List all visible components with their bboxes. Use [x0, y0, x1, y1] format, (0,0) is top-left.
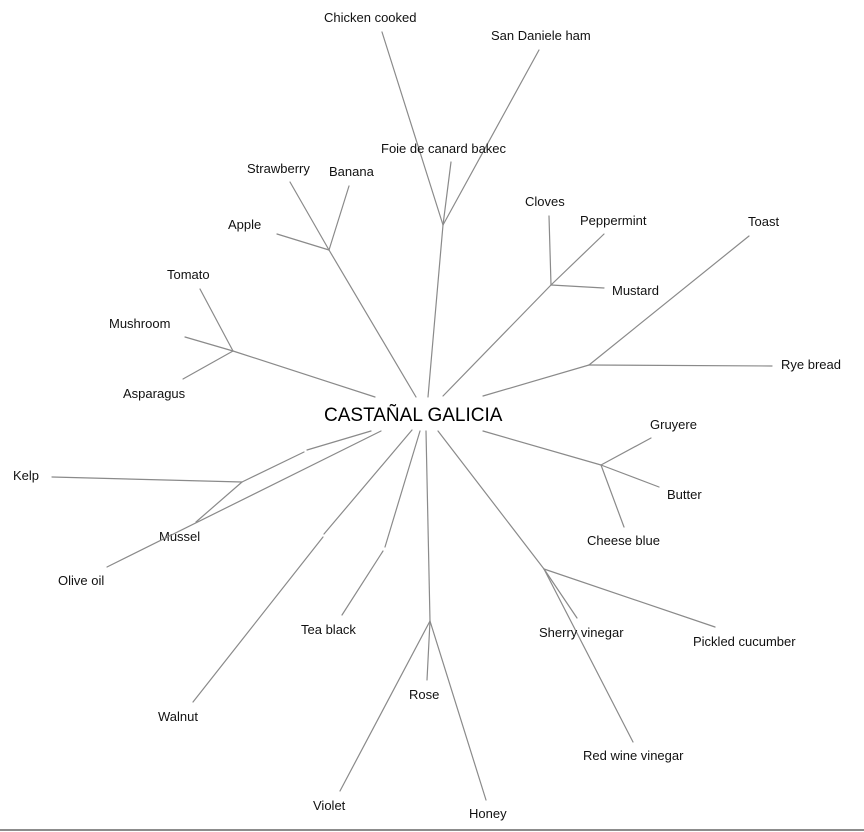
branch-sea-stem: [306, 430, 372, 451]
root-label: CASTAÑAL GALICIA: [324, 404, 503, 426]
branch-rye-bread: [588, 364, 773, 367]
branch-honey: [429, 620, 487, 801]
branch-vinegars-stem: [437, 430, 545, 570]
cluster-fruits: Strawberry Banana Apple: [228, 161, 417, 398]
leaf-label-asparagus: Asparagus: [123, 386, 186, 401]
branch-breads-stem: [482, 364, 590, 397]
branch-mushroom: [184, 336, 234, 352]
leaf-label-banana: Banana: [329, 164, 375, 179]
branch-floral-stem: [425, 430, 431, 622]
cluster-vinegars: Sherry vinegar Pickled cucumber Red wine…: [437, 430, 796, 763]
branch-dairy-stem: [482, 430, 602, 466]
cluster-meats: Chicken cooked San Daniele ham Foie de c…: [324, 10, 591, 398]
cluster-breads: Toast Rye bread: [482, 214, 841, 397]
branch-banana: [328, 185, 350, 251]
branch-butter: [600, 464, 660, 488]
branch-olive-oil: [106, 430, 382, 568]
leaf-label-mustard: Mustard: [612, 283, 659, 298]
branch-asparagus: [182, 350, 234, 380]
leaf-label-mussel: Mussel: [159, 529, 200, 544]
branch-nuts-stem: [323, 429, 413, 535]
branch-apple: [276, 233, 330, 251]
branch-mustard: [550, 284, 605, 289]
leaf-label-san-daniele-ham: San Daniele ham: [491, 28, 591, 43]
branch-gruyere: [600, 437, 652, 466]
leaf-label-olive-oil: Olive oil: [58, 573, 104, 588]
leaf-label-gruyere: Gruyere: [650, 417, 697, 432]
branch-san-daniele-ham: [442, 49, 540, 226]
leaf-label-sherry-vinegar: Sherry vinegar: [539, 625, 624, 640]
branch-spices-stem: [442, 284, 552, 397]
branch-mussel: [195, 481, 243, 523]
branch-sea-inner: [241, 451, 305, 483]
leaf-label-apple: Apple: [228, 217, 261, 232]
cluster-tea: Tea black: [301, 430, 421, 637]
branch-cloves: [548, 215, 552, 286]
cluster-nuts: Walnut: [158, 429, 413, 724]
leaf-label-tea-black: Tea black: [301, 622, 356, 637]
branch-chicken-cooked: [381, 31, 444, 226]
leaf-label-butter: Butter: [667, 487, 702, 502]
branch-tea-stem: [384, 430, 421, 548]
branch-pickled-cucumber: [543, 568, 716, 628]
leaf-label-cheese-blue: Cheese blue: [587, 533, 660, 548]
branch-fruits-stem: [328, 249, 417, 398]
branch-kelp: [51, 476, 243, 483]
leaf-label-cloves: Cloves: [525, 194, 565, 209]
leaf-label-violet: Violet: [313, 798, 346, 813]
branch-sherry-vinegar: [543, 568, 578, 619]
branch-tea-black: [341, 550, 384, 616]
leaf-label-pickled-cucumber: Pickled cucumber: [693, 634, 796, 649]
branch-violet: [339, 620, 431, 792]
leaf-label-walnut: Walnut: [158, 709, 198, 724]
leaf-label-chicken-cooked: Chicken cooked: [324, 10, 417, 25]
leaf-label-peppermint: Peppermint: [580, 213, 647, 228]
branch-foie-de-canard: [442, 161, 452, 226]
branch-vegetables-stem: [232, 350, 376, 398]
leaf-label-kelp: Kelp: [13, 468, 39, 483]
branch-cheese-blue: [600, 464, 625, 528]
cluster-dairy: Gruyere Butter Cheese blue: [482, 417, 702, 548]
leaf-label-mushroom: Mushroom: [109, 316, 170, 331]
cluster-floral: Rose Violet Honey: [313, 430, 507, 821]
leaf-label-toast: Toast: [748, 214, 779, 229]
branch-red-wine-vinegar: [543, 568, 634, 743]
branch-walnut: [192, 536, 324, 703]
cluster-vegetables: Tomato Mushroom Asparagus: [109, 267, 376, 401]
leaf-label-red-wine-vinegar: Red wine vinegar: [583, 748, 684, 763]
branch-tomato: [199, 288, 234, 352]
leaf-label-foie-de-canard: Foie de canard bakec: [381, 141, 507, 156]
cluster-sea: Kelp Mussel: [13, 430, 372, 544]
branch-rose: [426, 620, 431, 681]
branch-meats-stem: [427, 224, 444, 398]
leaf-label-rose: Rose: [409, 687, 439, 702]
branch-peppermint: [550, 233, 605, 286]
leaf-label-rye-bread: Rye bread: [781, 357, 841, 372]
leaf-label-honey: Honey: [469, 806, 507, 821]
branch-toast: [588, 235, 750, 366]
branch-strawberry: [289, 181, 330, 251]
cluster-oil: Olive oil: [58, 430, 382, 588]
leaf-label-tomato: Tomato: [167, 267, 210, 282]
cluster-spices: Cloves Peppermint Mustard: [442, 194, 659, 397]
leaf-label-strawberry: Strawberry: [247, 161, 310, 176]
